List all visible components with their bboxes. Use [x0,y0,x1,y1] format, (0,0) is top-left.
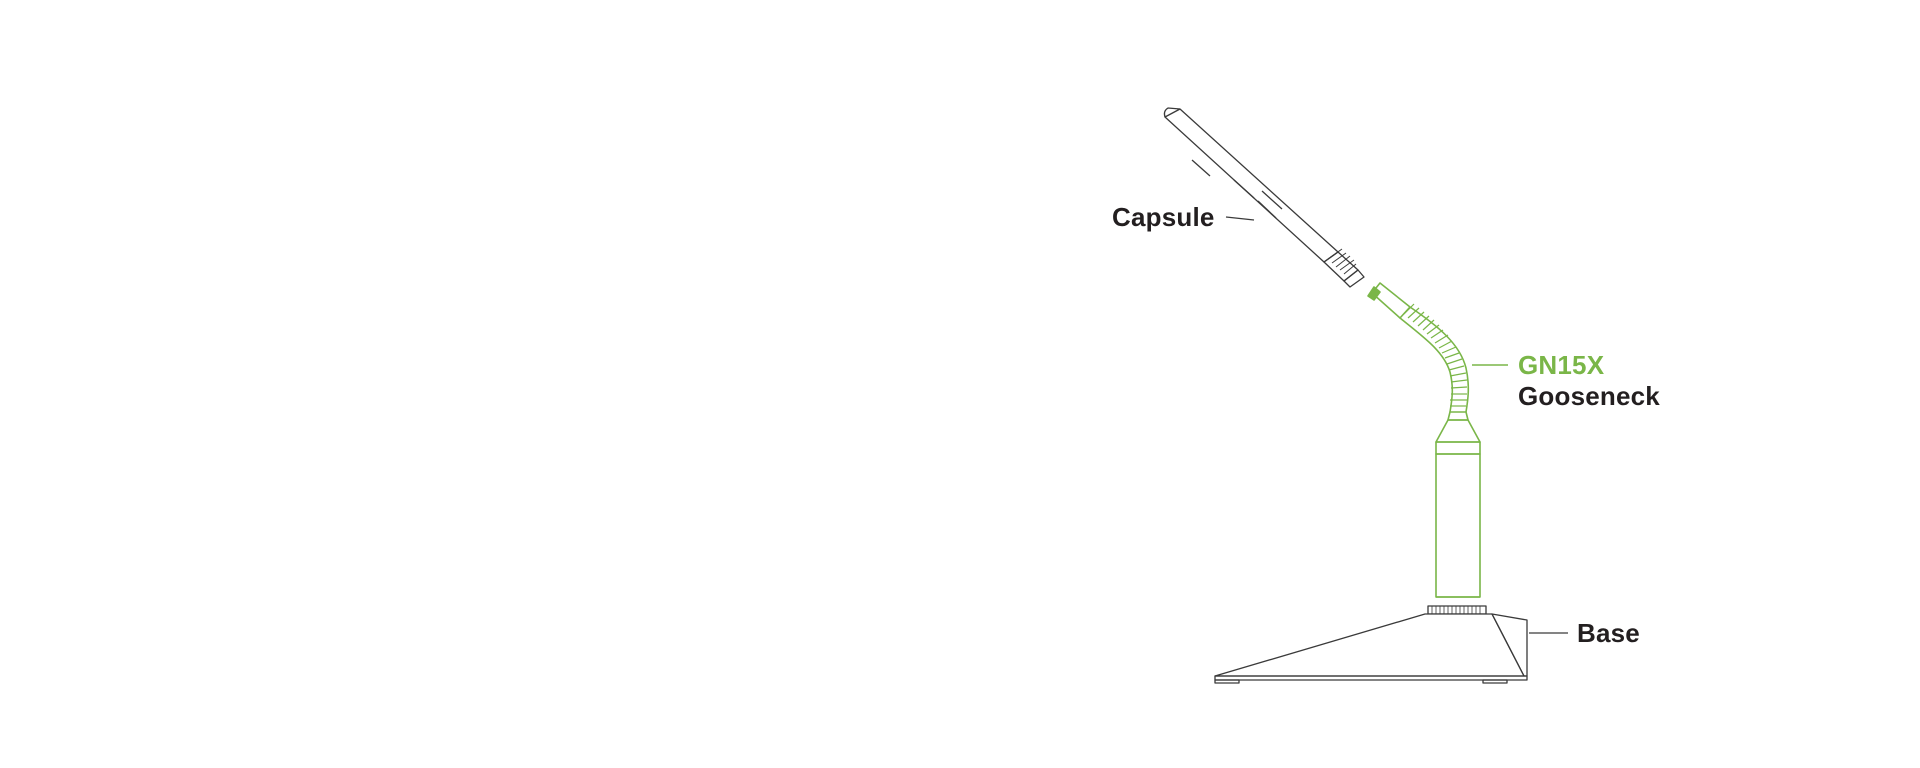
base-label: Base [1577,618,1640,648]
capsule-illustration [1163,107,1365,288]
capsule-label: Capsule [1112,202,1215,232]
gooseneck-model-label: GN15X [1518,350,1605,380]
gooseneck-label: Gooseneck [1518,381,1660,411]
capsule-leader-line [1225,216,1255,221]
gooseneck-illustration [1367,282,1481,598]
base-illustration [1214,605,1528,684]
